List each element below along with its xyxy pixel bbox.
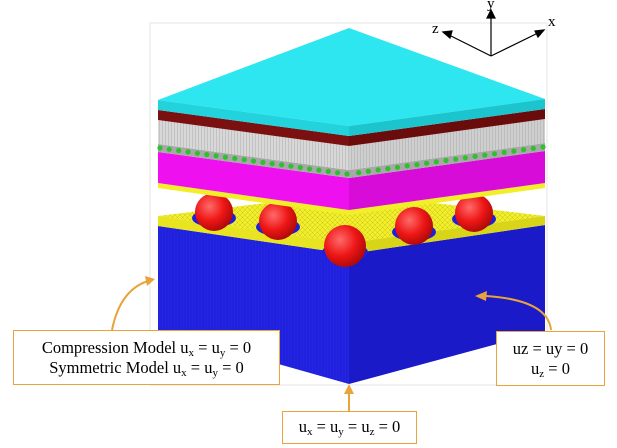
green-bump xyxy=(185,149,191,155)
green-bump xyxy=(424,160,430,166)
green-bump xyxy=(453,156,459,162)
bottom-line: ux = uy = uz = 0 xyxy=(298,417,401,438)
bottom-boundary-label: ux = uy = uz = 0 xyxy=(282,411,417,444)
compression-model-line: Compression Model ux = uy = 0 xyxy=(41,338,252,359)
green-bump xyxy=(250,158,257,164)
green-bump xyxy=(394,164,401,170)
x-axis-label: x xyxy=(548,14,556,30)
green-bump xyxy=(404,163,410,169)
arrowheads xyxy=(145,276,487,394)
green-bump xyxy=(501,149,507,155)
green-bump xyxy=(232,155,238,161)
green-bump xyxy=(365,168,371,174)
right-line-2: uz = 0 xyxy=(531,359,570,380)
axis-triad xyxy=(441,8,546,57)
green-bump xyxy=(157,145,163,151)
green-bump xyxy=(530,145,536,151)
green-bump xyxy=(375,167,381,173)
green-bump xyxy=(491,151,498,157)
green-bump xyxy=(176,148,182,154)
symmetric-model-line: Symmetric Model ux = uy = 0 xyxy=(49,358,244,379)
green-bump xyxy=(166,146,172,152)
green-bump xyxy=(385,166,391,172)
solder-balls-front xyxy=(322,225,368,267)
green-bump xyxy=(316,167,322,173)
z-axis-label: z xyxy=(432,21,439,37)
green-bump xyxy=(344,171,350,177)
green-bump xyxy=(433,159,439,165)
y-axis-label: y xyxy=(487,0,495,12)
green-bump xyxy=(260,159,266,165)
green-bump xyxy=(540,144,546,150)
pcb-pad-layer xyxy=(158,193,545,254)
green-bump xyxy=(511,148,517,154)
green-bump xyxy=(279,162,285,168)
green-bump xyxy=(222,154,228,160)
green-bump xyxy=(335,170,341,176)
magenta-layer xyxy=(158,151,545,210)
green-bump xyxy=(521,147,527,153)
green-bump xyxy=(213,153,219,159)
green-bump-row xyxy=(157,143,546,178)
green-bump xyxy=(472,153,478,159)
maroon-layer xyxy=(158,109,545,146)
callout-arrows xyxy=(111,280,552,411)
solder-balls-back xyxy=(192,193,496,245)
green-bump xyxy=(297,164,303,171)
green-bump xyxy=(288,163,294,169)
green-bump xyxy=(194,150,200,156)
green-bump xyxy=(307,166,313,172)
right-boundary-label: uz = uy = 0 uz = 0 xyxy=(496,331,605,386)
green-bump xyxy=(462,155,468,161)
green-bump xyxy=(269,161,275,167)
green-bump xyxy=(482,152,488,158)
arrow-right xyxy=(485,295,552,331)
green-bump xyxy=(356,170,362,176)
green-bump xyxy=(414,162,420,168)
left-boundary-label: Compression Model ux = uy = 0 Symmetric … xyxy=(13,330,280,385)
green-bump xyxy=(241,157,247,163)
top-plate xyxy=(158,28,545,136)
grey-layer xyxy=(158,119,545,170)
green-bump xyxy=(325,168,331,174)
green-bump xyxy=(204,151,210,158)
right-line-1: uz = uy = 0 xyxy=(512,339,589,358)
arrow-left xyxy=(111,280,149,331)
green-bump xyxy=(443,157,449,164)
